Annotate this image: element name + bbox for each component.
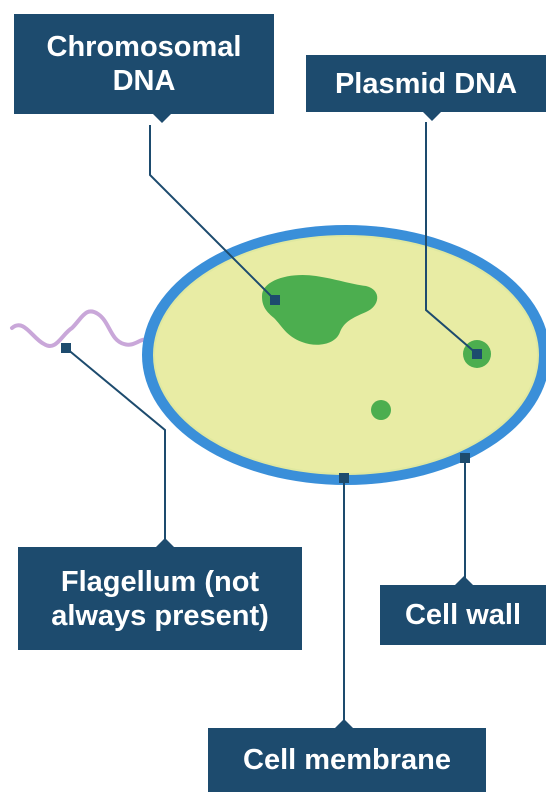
cell-wall-marker	[460, 453, 470, 463]
chromosomal-dna-label: Chromosomal DNA	[14, 14, 274, 114]
cell-membrane-marker	[339, 473, 349, 483]
chromosomal-dna-marker	[270, 295, 280, 305]
flagellum	[12, 311, 160, 348]
plasmid-dna-label-text: Plasmid DNA	[335, 67, 517, 101]
chromosomal-dna-label-line1: Chromosomal	[47, 30, 242, 64]
cell-wall-label-text: Cell wall	[405, 598, 521, 632]
cell-wall-label: Cell wall	[380, 585, 546, 645]
cell-membrane-label-text: Cell membrane	[243, 743, 451, 777]
plasmid-dna-marker	[472, 349, 482, 359]
flagellum-label-line2: always present)	[51, 599, 269, 633]
flagellum-marker	[61, 343, 71, 353]
small-plasmid	[371, 400, 391, 420]
chromosomal-dna-label-line2: DNA	[47, 64, 242, 98]
cell-membrane-label: Cell membrane	[208, 728, 486, 792]
plasmid-dna-label: Plasmid DNA	[306, 55, 546, 112]
flagellum-label-line1: Flagellum (not	[51, 565, 269, 599]
flagellum-label: Flagellum (not always present)	[18, 547, 302, 650]
